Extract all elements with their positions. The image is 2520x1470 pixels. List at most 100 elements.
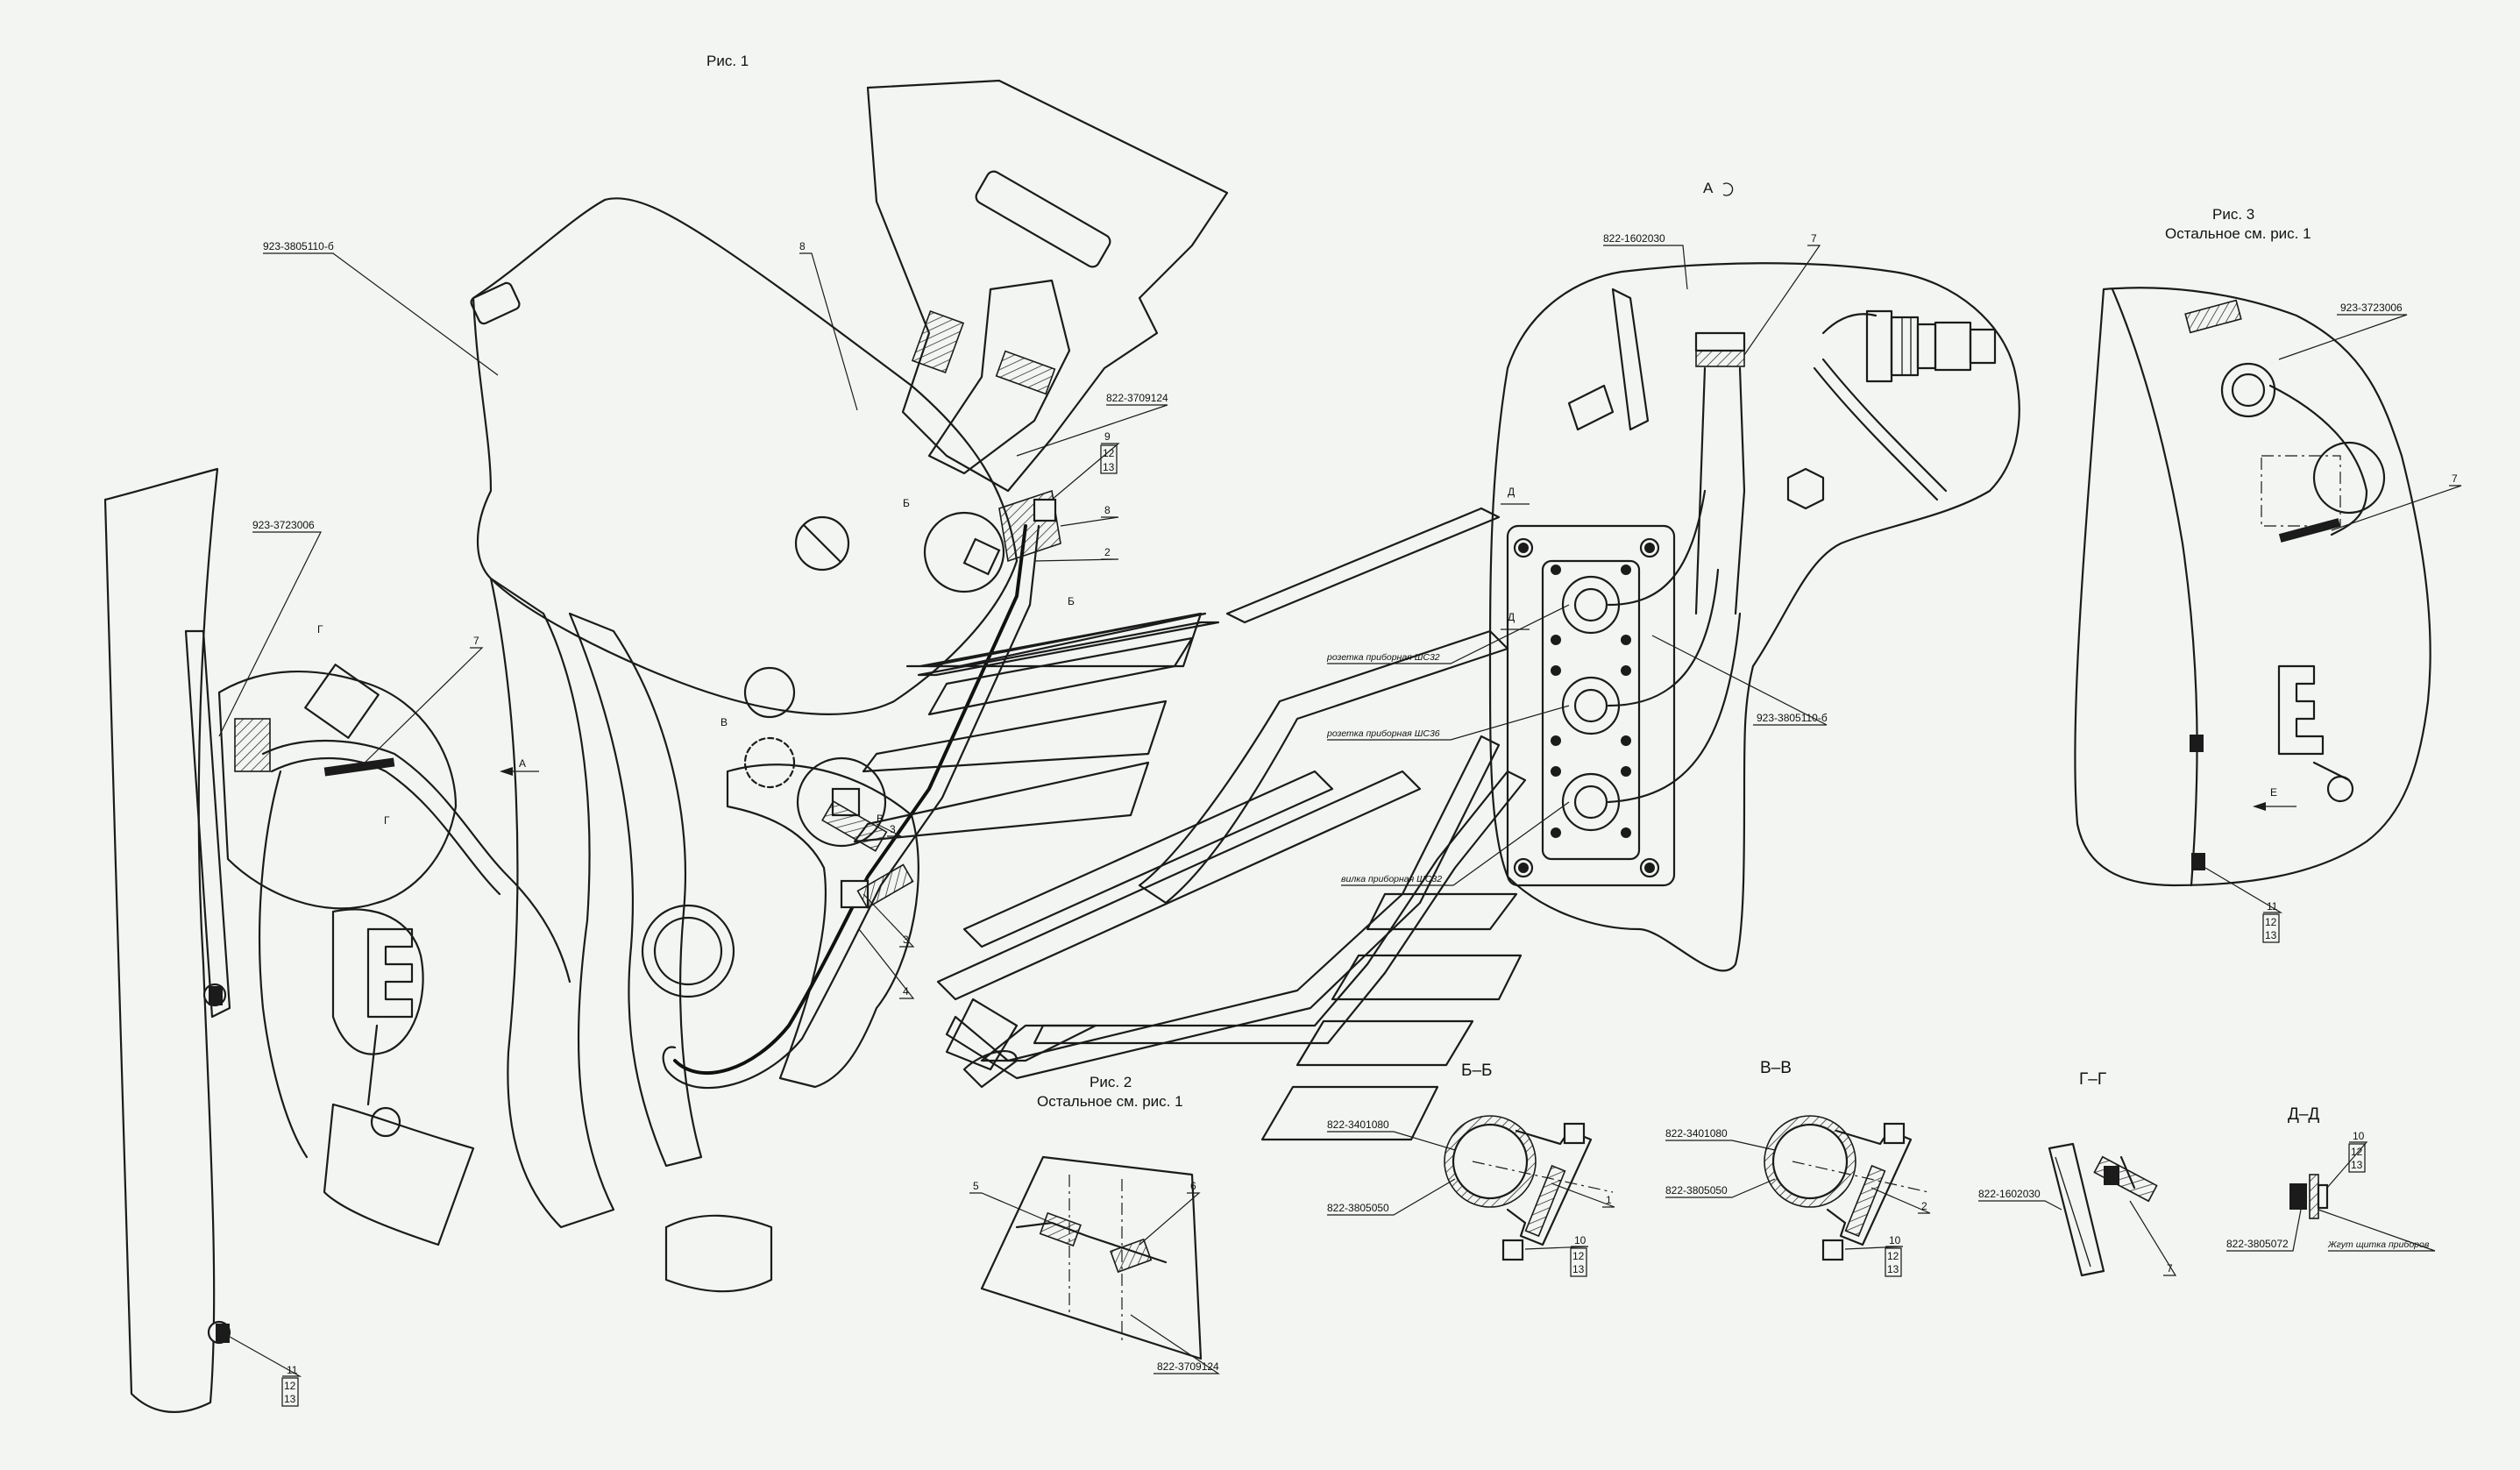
section-gg-bolt — [2104, 1166, 2119, 1185]
figure-1: Рис. 1 — [103, 53, 1229, 1413]
cab-post — [103, 467, 219, 1413]
label-13-fig1: 13 — [284, 1393, 296, 1405]
fig3-grommet-inner — [2231, 373, 2266, 408]
label-4: 4 — [903, 985, 909, 998]
section-dd-nut — [2317, 1183, 2329, 1210]
leader-822-3805072 — [2226, 1209, 2302, 1252]
fig3-lever — [2277, 664, 2325, 756]
leader-11-fig3 — [2204, 867, 2283, 913]
view-a-bolts — [1513, 537, 1660, 878]
hose-main-outer — [662, 524, 1040, 1090]
detail-circle-1 — [794, 515, 850, 572]
fig3-knob — [2326, 775, 2354, 803]
label-822-3805050-vv: 822-3805050 — [1665, 1184, 1728, 1197]
label-12-13-box-vv — [1885, 1247, 1902, 1277]
label-12-13-box-bb — [1570, 1247, 1587, 1277]
fig3-grommet — [2220, 362, 2276, 418]
label-923-3723006-fig3: 923-3723006 — [2340, 302, 2403, 314]
leader-923-3805110-b-view-a — [1651, 635, 1828, 726]
harness-band — [853, 507, 1527, 1141]
section-bb-clamp — [1506, 1129, 1593, 1246]
switch-block — [304, 664, 380, 739]
label-822-3709124-fig2: 822-3709124 — [1157, 1360, 1219, 1373]
label-822-3401080-bb: 822-3401080 — [1327, 1118, 1389, 1131]
fig3-note: Остальное см. рис. 1 — [2165, 225, 2311, 242]
column-clamp — [975, 170, 1111, 268]
tank-filler-cap — [470, 281, 521, 325]
view-g-label-1: Г — [317, 623, 323, 636]
section-bb-axis — [1472, 1161, 1614, 1193]
view-a-bracket — [1567, 384, 1615, 431]
post-inner — [184, 629, 231, 1019]
label-10-dd: 10 — [2353, 1130, 2365, 1142]
leader-923-3723006-fig3 — [2278, 314, 2408, 360]
switch-housing — [217, 670, 458, 910]
label-923-3805110-b-view-a: 923-3805110-б — [1757, 712, 1828, 724]
leader-822-3709124-fig1 — [1016, 404, 1168, 457]
fig3-outline — [2074, 287, 2431, 887]
pedal-arm-right — [726, 763, 919, 1089]
leader-4 — [858, 928, 915, 999]
label-12-13-box-dd — [2348, 1143, 2366, 1173]
view-a-clamp-cap — [1694, 331, 1746, 352]
leader-822-1602030-view-a — [1603, 245, 1688, 290]
label-822-1602030-gg: 822-1602030 — [1978, 1188, 2041, 1200]
label-harness: Жгут щитка приборов — [2327, 1239, 2430, 1250]
fig2-seal-5 — [1039, 1211, 1082, 1247]
pedal-lever-2 — [568, 612, 703, 1168]
label-plug-sh32: вилка приборная ШС32 — [1341, 874, 1442, 884]
fig3-view-e-label: Е — [2270, 786, 2277, 799]
label-12-13-box-fig1 — [281, 1377, 299, 1407]
cable-loop-2 — [270, 756, 501, 896]
label-822-3805050-bb: 822-3805050 — [1327, 1202, 1389, 1214]
fig2-title: Рис. 2 — [1090, 1074, 1132, 1090]
leader-harness — [2318, 1209, 2436, 1252]
fig3-top-clamp — [2184, 299, 2242, 334]
view-a-d-label-2: Д — [1508, 611, 1515, 623]
fig2-seal-6 — [1110, 1238, 1153, 1274]
leader-socket-sh32 — [1327, 604, 1570, 664]
label-socket-sh32: розетка приборная ШС32 — [1326, 652, 1440, 663]
fig3-circle-2 — [2312, 441, 2386, 515]
view-a-cable-top2 — [1813, 366, 1939, 501]
leader-10-dd — [2326, 1141, 2368, 1189]
label-5: 5 — [973, 1180, 979, 1192]
leader-10-bb — [1524, 1246, 1589, 1250]
figure-2: Рис. 2 Остальное см. рис. 1 5 6 822-3709… — [969, 1074, 1220, 1374]
section-vv-title: В–В — [1760, 1059, 1792, 1077]
view-g-label-2: Г — [384, 814, 390, 827]
fig3-bolt-1 — [2190, 735, 2204, 752]
section-dd-title: Д–Д — [2288, 1105, 2319, 1124]
label-13-bb: 13 — [1572, 1263, 1585, 1275]
section-bb-strap — [1524, 1164, 1566, 1238]
clamp-v-detail — [743, 736, 914, 909]
label-12-b: 12 — [1103, 447, 1115, 459]
section-bb: Б–Б 822-3401080 822-3805050 1 10 12 13 — [1327, 1062, 1615, 1277]
fig3-clip-7 — [2278, 518, 2341, 543]
clip-7 — [323, 757, 395, 777]
section-gg-plate — [2048, 1142, 2105, 1277]
leader-socket-sh36 — [1327, 705, 1570, 741]
fig1-title: Рис. 1 — [706, 53, 749, 69]
section-dd-plate — [2309, 1174, 2319, 1219]
leader-10-vv — [1844, 1246, 1904, 1250]
mount-plate-upper — [234, 718, 271, 772]
bracket-lower-left — [331, 908, 424, 1055]
label-13-dd: 13 — [2351, 1159, 2363, 1171]
label-10-vv: 10 — [1889, 1234, 1901, 1246]
label-822-3805072: 822-3805072 — [2226, 1238, 2289, 1250]
view-a-cable-top — [1821, 358, 1948, 493]
section-gg-plate-line — [2055, 1156, 2091, 1268]
label-10-bb: 10 — [1574, 1234, 1587, 1246]
label-12-13-box-b — [1100, 444, 1118, 474]
view-a-cable-bundle — [1694, 366, 1746, 615]
label-12-fig3: 12 — [2265, 916, 2277, 928]
leader-2-vv — [1870, 1187, 1931, 1214]
view-a-clamp-ring — [1695, 350, 1745, 367]
leader-8-b — [1060, 516, 1119, 527]
view-a-connector — [1821, 309, 1997, 383]
section-gg-title: Г–Г — [2079, 1070, 2106, 1089]
lower-housing — [323, 1103, 475, 1246]
label-6: 6 — [1190, 1180, 1196, 1192]
section-vv-tube-inner — [1771, 1123, 1849, 1200]
